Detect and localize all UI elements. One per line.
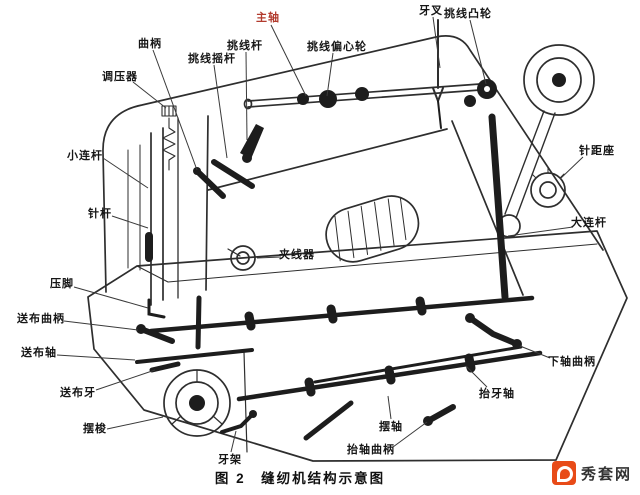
feed-shaft-stub bbox=[135, 348, 254, 364]
cylinder-hatching bbox=[334, 196, 407, 262]
swing-collar-2 bbox=[384, 365, 396, 385]
joint-pin-6 bbox=[249, 410, 257, 418]
shaft-collar-1 bbox=[244, 311, 256, 331]
joint-pin-2 bbox=[512, 339, 522, 349]
front-plate-edge bbox=[243, 351, 248, 453]
arm-cylinder bbox=[325, 195, 420, 263]
take-up-pivot bbox=[242, 153, 252, 163]
presser-foot-shape bbox=[147, 298, 166, 319]
watermark-logo bbox=[551, 461, 576, 485]
lift-shaft-line bbox=[313, 345, 523, 384]
fork-rod bbox=[432, 19, 444, 102]
regulator-screw bbox=[161, 105, 177, 117]
shuttle-hub bbox=[189, 395, 205, 411]
joint-pin-4 bbox=[136, 324, 146, 334]
shaft-collar-3 bbox=[415, 296, 427, 316]
cylinder-body bbox=[325, 195, 420, 263]
figure-caption: 图 2 缝纫机结构示意图 bbox=[214, 471, 386, 486]
big-connecting-rod-shape bbox=[488, 113, 509, 301]
shaft-eccentric-2 bbox=[319, 90, 337, 108]
shuttle-spokes bbox=[171, 369, 223, 425]
joint-pin-1 bbox=[465, 313, 475, 323]
face-plate bbox=[127, 144, 141, 271]
shaft-collar-2 bbox=[326, 304, 338, 324]
fork-lower-link bbox=[437, 100, 442, 129]
pillar-left-edge bbox=[451, 120, 524, 296]
shaft-eccentric-1 bbox=[297, 93, 309, 105]
stitch-dial-inner bbox=[539, 181, 557, 199]
joint-pin-3 bbox=[423, 416, 433, 426]
joint-pin-5 bbox=[193, 167, 201, 175]
feed-crank-arm bbox=[138, 326, 175, 344]
feed-dog-bar bbox=[149, 361, 181, 373]
shaft-eccentric-3 bbox=[355, 87, 369, 101]
drive-belt bbox=[504, 110, 556, 219]
swing-collar-1 bbox=[304, 377, 316, 397]
rocker-arm bbox=[211, 159, 255, 189]
watermark: 秀套网 bbox=[551, 461, 632, 485]
main-shaft-end bbox=[243, 98, 253, 110]
balance-wheel-rim bbox=[523, 44, 595, 116]
watermark-text: 秀套网 bbox=[580, 465, 632, 483]
lower-crank-link bbox=[467, 315, 520, 347]
bed-inner-edge bbox=[136, 243, 598, 283]
center-link bbox=[303, 400, 354, 441]
feed-frame-arm bbox=[220, 412, 255, 434]
balance-wheel-hub bbox=[552, 73, 566, 87]
swing-collar-3 bbox=[464, 353, 476, 373]
take-up-cam-hub bbox=[484, 86, 490, 92]
head-right-edge bbox=[205, 115, 209, 291]
bed-upper-shaft bbox=[148, 295, 535, 334]
presser-spring bbox=[162, 117, 176, 171]
tension-disc-outer bbox=[230, 245, 256, 271]
bed-outline bbox=[87, 230, 628, 462]
take-up-lever-shape bbox=[240, 124, 264, 159]
balance-wheel-inner bbox=[536, 57, 582, 103]
crank-arm bbox=[194, 168, 226, 199]
crank-boss bbox=[464, 95, 476, 107]
tension-disc-inner bbox=[236, 251, 250, 265]
vertical-link bbox=[195, 295, 202, 350]
